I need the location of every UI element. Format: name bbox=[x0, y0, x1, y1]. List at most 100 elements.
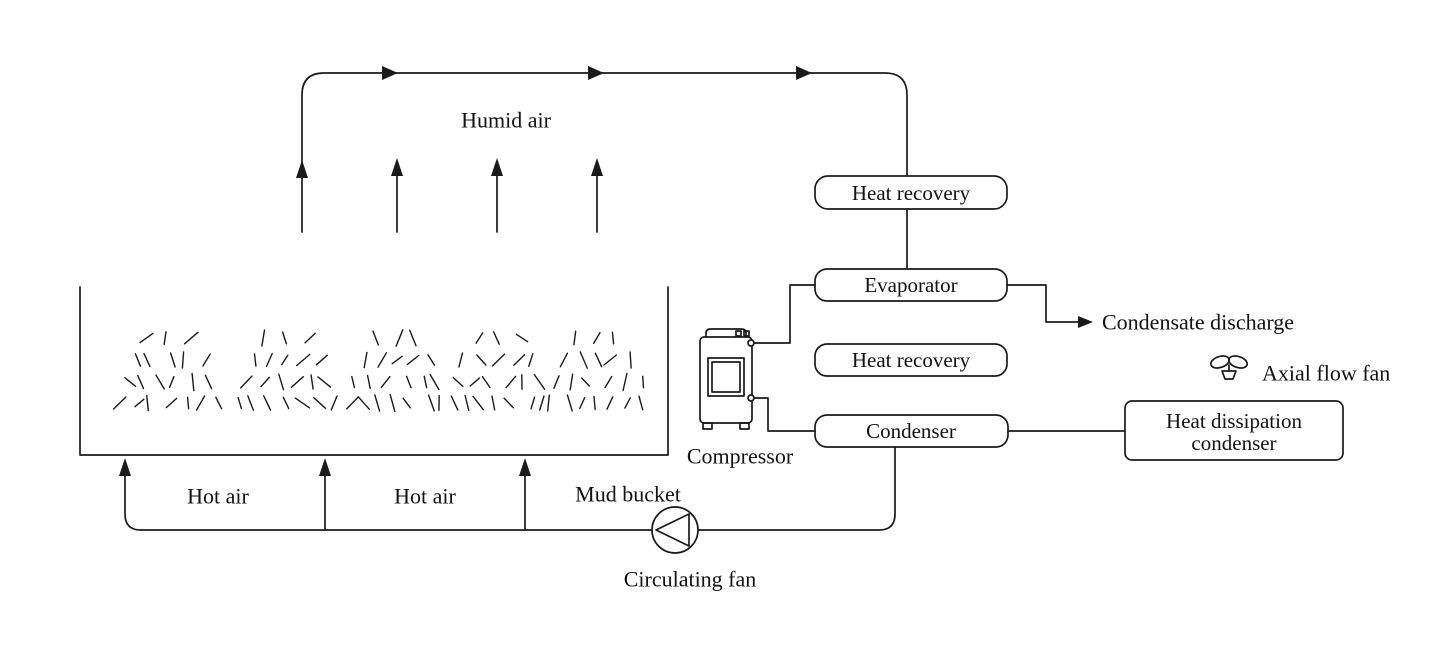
mud-stroke bbox=[265, 352, 273, 368]
condensate-arrowhead bbox=[1078, 316, 1093, 328]
mud-stroke bbox=[513, 354, 526, 366]
mud-stroke bbox=[604, 375, 613, 389]
mud-stroke bbox=[622, 372, 628, 392]
mud-stroke bbox=[215, 396, 223, 410]
mud-stroke bbox=[191, 372, 195, 392]
mud-stroke bbox=[145, 394, 150, 412]
heat-dissipation-condenser-box bbox=[1124, 400, 1344, 461]
mud-stroke bbox=[603, 354, 618, 366]
compressor-icon bbox=[699, 328, 755, 430]
mud-stroke bbox=[472, 395, 484, 411]
mud-stroke bbox=[391, 355, 403, 365]
mud-stroke bbox=[346, 396, 359, 410]
return-pipe bbox=[124, 446, 896, 531]
heat-recovery-mid-label: Heat recovery bbox=[852, 348, 971, 372]
mud-stroke bbox=[452, 376, 464, 388]
mud-stroke bbox=[237, 396, 243, 410]
mud-stroke bbox=[351, 375, 356, 389]
mud-stroke bbox=[186, 396, 190, 410]
mud-bucket-label: Mud bucket bbox=[575, 482, 681, 507]
humid-air-label: Humid air bbox=[461, 108, 551, 133]
mud-stroke bbox=[290, 376, 304, 388]
mud-stroke bbox=[263, 395, 272, 411]
evaporator-label: Evaporator bbox=[864, 273, 957, 297]
mud-stroke bbox=[566, 394, 573, 412]
mud-stroke bbox=[395, 329, 404, 347]
mud-stroke bbox=[427, 354, 436, 366]
mud-stroke bbox=[281, 354, 289, 366]
mud-stroke bbox=[317, 376, 332, 388]
mud-stroke bbox=[547, 394, 550, 412]
mud-stroke bbox=[515, 333, 529, 343]
mud-stroke bbox=[134, 353, 142, 367]
mud-stroke bbox=[169, 352, 176, 368]
mud-stroke bbox=[137, 374, 145, 390]
mud-stroke bbox=[143, 352, 151, 368]
mud-stroke bbox=[363, 351, 368, 369]
mud-stroke bbox=[281, 331, 288, 345]
mud-stroke bbox=[372, 330, 379, 346]
mud-stroke bbox=[481, 375, 491, 389]
mud-stroke bbox=[611, 331, 615, 345]
circulating-fan-icon bbox=[651, 506, 699, 554]
mud-stroke bbox=[247, 395, 255, 411]
hot-air-label-mid: Hot air bbox=[394, 484, 456, 509]
mud-stroke bbox=[476, 354, 487, 366]
mud-stroke bbox=[427, 394, 435, 412]
mud-stroke bbox=[260, 376, 270, 388]
mud-stroke bbox=[559, 352, 569, 368]
mud-stroke bbox=[374, 394, 381, 412]
humid-air-pipe bbox=[301, 72, 908, 233]
mud-stroke bbox=[638, 395, 644, 411]
mud-stroke bbox=[278, 373, 285, 391]
mud-stroke bbox=[310, 374, 314, 390]
mud-stroke bbox=[579, 397, 586, 409]
mud-stroke bbox=[139, 332, 154, 344]
mud-stroke bbox=[581, 377, 590, 387]
pipe-arrowhead-2 bbox=[588, 66, 604, 80]
compressor-label: Compressor bbox=[687, 444, 794, 469]
mud-stroke bbox=[239, 375, 253, 389]
mud-stroke bbox=[282, 396, 290, 410]
hot-air-label-left: Hot air bbox=[187, 484, 249, 509]
axial-flow-fan-label: Axial flow fan bbox=[1262, 361, 1390, 386]
mud-stroke bbox=[606, 396, 614, 410]
mud-stroke bbox=[165, 397, 178, 409]
heat-recovery-mid-box bbox=[814, 343, 1008, 377]
mud-stroke bbox=[593, 395, 596, 411]
compressor-condenser-line bbox=[751, 397, 816, 432]
mud-stroke bbox=[295, 353, 311, 367]
mud-stroke bbox=[569, 373, 574, 391]
mud-stroke bbox=[155, 374, 165, 390]
mud-stroke bbox=[579, 351, 588, 369]
mud-stroke bbox=[261, 329, 266, 347]
humid-air-arrowhead-1 bbox=[391, 158, 403, 176]
mud-stroke bbox=[539, 395, 545, 411]
mud-stroke bbox=[533, 374, 546, 390]
mud-stroke bbox=[491, 353, 506, 367]
condensate-pipe bbox=[1006, 284, 1081, 323]
mud-stroke bbox=[163, 331, 167, 345]
mud-stroke bbox=[357, 396, 370, 410]
mud-stroke bbox=[492, 331, 500, 345]
compressor-evaporator-line bbox=[751, 284, 816, 344]
mud-stroke bbox=[204, 374, 213, 390]
mud-stroke bbox=[313, 397, 327, 409]
mud-stroke bbox=[624, 397, 631, 409]
condensate-discharge-label: Condensate discharge bbox=[1102, 310, 1294, 335]
mud-bucket-outline bbox=[79, 286, 669, 456]
mud-stroke bbox=[253, 353, 257, 367]
mud-stroke bbox=[505, 375, 517, 389]
mud-stroke bbox=[429, 373, 440, 391]
mud-stroke bbox=[464, 394, 470, 412]
mud-stroke bbox=[458, 352, 464, 368]
mud-stroke bbox=[202, 353, 211, 367]
heat-recovery-top-label: Heat recovery bbox=[852, 181, 971, 205]
mud-stroke bbox=[409, 329, 417, 347]
pipe-arrowhead-1 bbox=[382, 66, 398, 80]
mud-stroke bbox=[528, 353, 534, 367]
mud-stroke bbox=[406, 354, 420, 366]
hot-air-arrowhead-1 bbox=[119, 458, 131, 476]
circulating-fan-label: Circulating fan bbox=[624, 567, 757, 592]
